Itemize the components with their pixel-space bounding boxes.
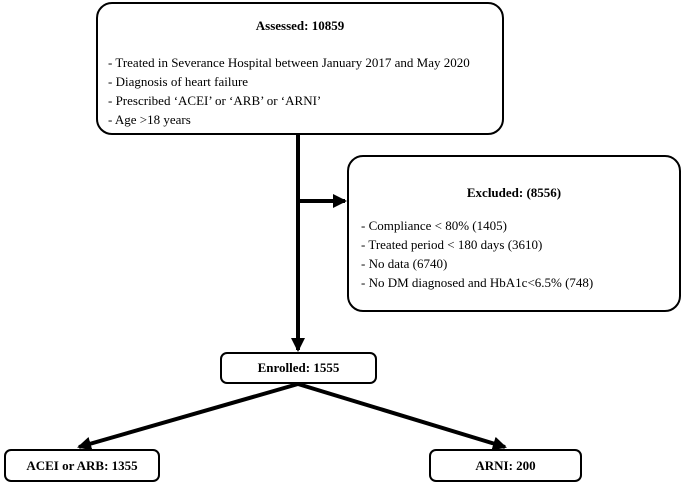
excluded-title: Excluded: (8556) — [466, 185, 562, 200]
inclusion-criterion: - Prescribed ‘ACEI’ or ‘ARB’ or ‘ARNI’ — [108, 93, 322, 108]
enrolled-label: Enrolled: 1555 — [257, 360, 340, 375]
inclusion-criterion: - Age >18 years — [108, 112, 191, 127]
inclusion-criteria-list: - Treated in Severance Hospital between … — [108, 53, 470, 129]
excluded-box: Excluded: (8556) - Compliance < 80% (140… — [347, 155, 681, 312]
exclusion-reason: - Compliance < 80% (1405) — [361, 218, 507, 233]
exclusion-reason: - No DM diagnosed and HbA1c<6.5% (748) — [361, 275, 594, 290]
arni-group-box: ARNI: 200 — [429, 449, 582, 482]
assessed-box: Assessed: 10859 - Treated in Severance H… — [96, 2, 504, 135]
exclusion-reason: - Treated period < 180 days (3610) — [361, 237, 543, 252]
acei-arb-group-box: ACEI or ARB: 1355 — [4, 449, 160, 482]
arni-group-label: ARNI: 200 — [475, 457, 536, 473]
enrolled-box: Enrolled: 1555 — [220, 352, 377, 384]
enrolled-to-acei-arb-arrow — [77, 382, 299, 451]
inclusion-criterion: - Diagnosis of heart failure — [108, 74, 249, 89]
exclusion-reasons-list: - Compliance < 80% (1405) - Treated peri… — [361, 216, 593, 292]
enrolled-to-arni-arrow — [297, 382, 507, 451]
acei-arb-group-label: ACEI or ARB: 1355 — [26, 457, 138, 473]
exclusion-reason: - No data (6740) — [361, 256, 448, 271]
inclusion-criterion: - Treated in Severance Hospital between … — [108, 55, 470, 70]
assessed-title: Assessed: 10859 — [255, 18, 345, 33]
